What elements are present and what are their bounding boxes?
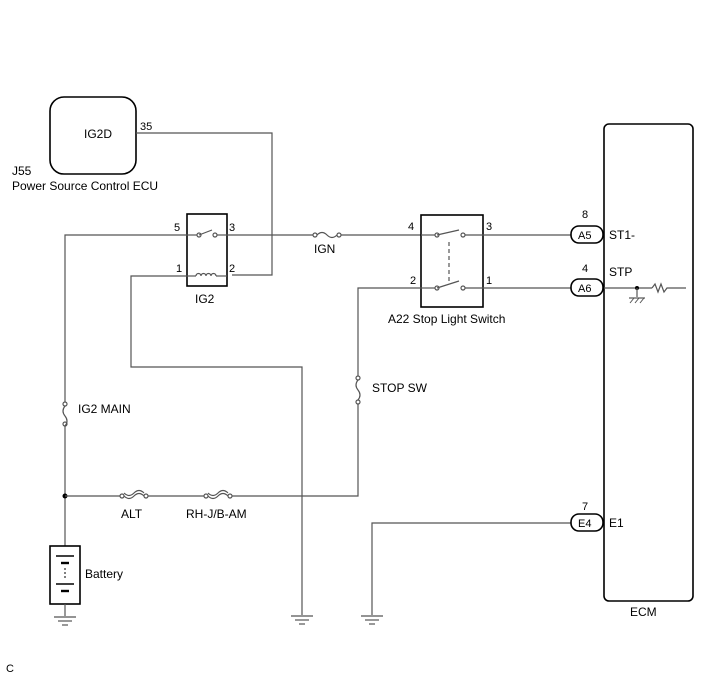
- switch-pin-4: 4: [408, 221, 414, 233]
- connector-a5: [570, 225, 604, 244]
- ground-relay-icon: [291, 615, 313, 625]
- relay-contact-arm: [198, 229, 213, 236]
- switch-lower-fixed: [460, 285, 466, 291]
- fuse-rhjb-end-right: [227, 493, 233, 499]
- switch-pin-1: 1: [486, 275, 492, 287]
- fuse-stopsw-end-bottom: [355, 399, 361, 405]
- fuse-ig2-main-label: IG2 MAIN: [78, 402, 131, 416]
- fuse-alt-icon-double: [123, 489, 145, 497]
- ig2-relay-box: [186, 213, 228, 287]
- connector-a6-label: A6: [578, 283, 591, 295]
- ecm-signal-e1: E1: [609, 516, 624, 530]
- switch-pin-2: 2: [410, 275, 416, 287]
- fuse-ign-end-left: [312, 232, 318, 238]
- power-source-control-ecu-box: [49, 96, 137, 175]
- ecu-name: Power Source Control ECU: [12, 179, 158, 193]
- connector-a6: [570, 278, 604, 297]
- switch-upper-arm: [436, 229, 460, 236]
- wire-relay5-to-ig2main: [64, 234, 187, 402]
- stop-light-switch-box: [420, 214, 484, 308]
- stop-light-switch-name: A22 Stop Light Switch: [388, 312, 505, 326]
- fuse-alt-label: ALT: [121, 507, 143, 521]
- fuse-ign-icon: [316, 231, 338, 239]
- ecm-signal-st1: ST1-: [609, 228, 635, 242]
- ecm-pin-7: 7: [582, 501, 588, 513]
- relay-contact-pivot: [196, 232, 202, 238]
- fuse-ign-end-right: [336, 232, 342, 238]
- relay-name: IG2: [195, 292, 215, 306]
- fuse-stopsw-end-top: [355, 375, 361, 381]
- battery-box: [49, 545, 81, 605]
- figure-code: C: [6, 663, 14, 675]
- fuse-alt-icon: [123, 492, 145, 500]
- relay-contact-fixed: [212, 232, 218, 238]
- wire-relay1-to-ground: [130, 275, 303, 615]
- ecm-stp-resistor-icon: [651, 282, 686, 294]
- fuse-stop-sw-label: STOP SW: [372, 381, 428, 395]
- switch-lower-pivot: [434, 285, 440, 291]
- connector-e4-label: E4: [578, 518, 591, 530]
- switch-upper-fixed: [460, 232, 466, 238]
- fuse-alt-end-right: [143, 493, 149, 499]
- ecm-pin-8: 8: [582, 209, 588, 221]
- ecm-signal-stp: STP: [609, 265, 632, 279]
- switch-lower-arm: [436, 280, 460, 289]
- fuse-rhjb-end-left: [203, 493, 209, 499]
- relay-coil-icon: [195, 272, 217, 277]
- battery-label: Battery: [85, 567, 123, 581]
- wire-stopsw-to-rhjb: [232, 404, 359, 497]
- wire-e4-to-ground: [371, 522, 571, 615]
- fuse-rhjb-icon: [207, 492, 229, 500]
- ecm-pin-4: 4: [582, 263, 588, 275]
- relay-pin-2: 2: [229, 263, 235, 275]
- wire-switch2-to-stopsw: [357, 287, 421, 376]
- ground-ecm-e1-icon: [361, 615, 383, 625]
- relay-pin-3: 3: [229, 222, 235, 234]
- ecu-code: J55: [12, 164, 32, 178]
- fuse-ign-label: IGN: [314, 242, 335, 256]
- connector-a5-label: A5: [578, 230, 591, 242]
- ecm-box: [603, 123, 694, 602]
- ecm-internal-ground-icon: [629, 297, 645, 304]
- relay-pin-5: 5: [174, 222, 180, 234]
- ecu-terminal-ig2d: IG2D: [84, 127, 112, 141]
- ecm-name: ECM: [630, 605, 657, 619]
- fuse-ig2main-end-top: [62, 401, 68, 407]
- ecu-pin-35: 35: [140, 121, 152, 133]
- wire-ecu-to-relay-coil: [136, 132, 273, 276]
- relay-pin-1: 1: [176, 263, 182, 275]
- connector-e4: [570, 513, 604, 532]
- fuse-rhjb-icon-double: [207, 489, 229, 497]
- fuse-rhjb-label: RH-J/B-AM: [186, 507, 247, 521]
- fuse-alt-end-left: [119, 493, 125, 499]
- switch-pin-3: 3: [486, 221, 492, 233]
- ground-battery-icon: [54, 616, 76, 626]
- fuse-stop-sw-icon: [355, 379, 361, 401]
